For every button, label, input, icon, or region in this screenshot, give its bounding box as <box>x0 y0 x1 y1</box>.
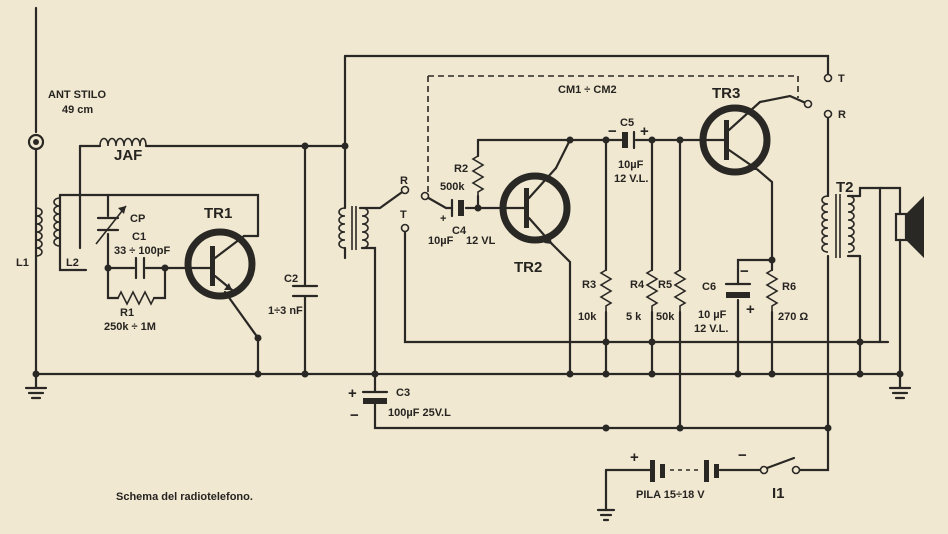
tr3-transistor <box>698 100 771 176</box>
c4-value-2: 12 VL <box>466 235 496 247</box>
l1-label: L1 <box>16 257 29 269</box>
battery-minus: − <box>738 447 747 464</box>
t2-label: T2 <box>836 179 854 196</box>
c4-plus: + <box>440 213 446 225</box>
c5-capacitor <box>622 130 636 150</box>
c5-minus: − <box>608 123 617 140</box>
r1-resistor <box>117 290 155 306</box>
r3-label: R3 <box>582 279 596 291</box>
c3-minus: − <box>350 407 359 424</box>
switch-group-label: CM1 ÷ CM2 <box>558 84 617 96</box>
c2-capacitor <box>291 284 319 298</box>
battery-pila <box>650 460 719 482</box>
i1-lever <box>765 456 796 470</box>
c6-minus: − <box>740 263 749 280</box>
switch-right-r: R <box>838 109 846 121</box>
r2-label: R2 <box>454 163 468 175</box>
switch-left-r: R <box>400 175 408 187</box>
r6-resistor <box>765 269 779 312</box>
switch-left-t: T <box>400 209 407 221</box>
junction-dots <box>32 136 904 432</box>
jaf-label: JAF <box>114 147 142 164</box>
c2-label: C2 <box>284 273 298 285</box>
c3-value: 100µF 25V.L <box>388 407 451 419</box>
c5-label: C5 <box>620 117 634 129</box>
t2-transformer <box>821 194 862 258</box>
r6-value: 270 Ω <box>778 311 808 323</box>
speaker-icon <box>878 186 924 376</box>
r2-resistor <box>471 155 485 196</box>
c3-capacitor <box>361 390 389 404</box>
r6-label: R6 <box>782 281 796 293</box>
c1-capacitor <box>134 256 146 280</box>
r5-label: R5 <box>658 279 672 291</box>
r5-value: 50k <box>656 311 675 323</box>
cp-label: CP <box>130 213 145 225</box>
tr1-label: TR1 <box>204 205 232 222</box>
r4-value: 5 k <box>626 311 642 323</box>
antenna-label: ANT STILO <box>48 89 106 101</box>
r1-value: 250k ÷ 1M <box>104 321 156 333</box>
r1-label: R1 <box>120 307 134 319</box>
tr3-label: TR3 <box>712 85 740 102</box>
c2-value: 1÷3 nF <box>268 305 303 317</box>
c4-label: C4 <box>452 225 467 237</box>
r4-label: R4 <box>630 279 645 291</box>
c5-value-2: 12 V.L. <box>614 173 648 185</box>
c1-value: 33 ÷ 100pF <box>114 245 170 257</box>
c5-plus: + <box>640 123 649 140</box>
diagram-caption: Schema del radiotelefono. <box>116 491 253 503</box>
r2-value: 500k <box>440 181 465 193</box>
r3-value: 10k <box>578 311 597 323</box>
jaf-choke <box>99 137 147 147</box>
switch-right-t: T <box>838 73 845 85</box>
r5-resistor <box>673 269 687 312</box>
c6-capacitor <box>724 282 752 298</box>
c1-label: C1 <box>132 231 146 243</box>
c3-plus: + <box>348 385 357 402</box>
c6-plus: + <box>746 301 755 318</box>
input-transformer <box>338 206 377 260</box>
r4-resistor <box>645 269 659 312</box>
antenna-length: 49 cm <box>62 104 93 116</box>
l1-coil <box>35 207 43 257</box>
tr1-transistor <box>184 228 256 300</box>
c3-label: C3 <box>396 387 410 399</box>
l2-label: L2 <box>66 257 79 269</box>
c6-value-2: 12 V.L. <box>694 323 728 335</box>
c5-value-1: 10µF <box>618 159 644 171</box>
c4-value-1: 10µF <box>428 235 454 247</box>
c6-label: C6 <box>702 281 716 293</box>
antenna-symbol <box>27 6 45 151</box>
c4-capacitor <box>450 198 464 218</box>
cp-variable-capacitor <box>95 205 127 245</box>
switch-contacts <box>400 73 833 475</box>
tr2-label: TR2 <box>514 259 542 276</box>
battery-plus: + <box>630 449 639 466</box>
r3-resistor <box>599 269 613 312</box>
l2-coil <box>53 197 61 247</box>
i1-switch-label: I1 <box>772 485 785 502</box>
battery-label: PILA 15÷18 V <box>636 489 705 501</box>
tr2-transistor <box>478 166 571 246</box>
wires <box>24 54 912 522</box>
c6-value-1: 10 µF <box>698 309 727 321</box>
